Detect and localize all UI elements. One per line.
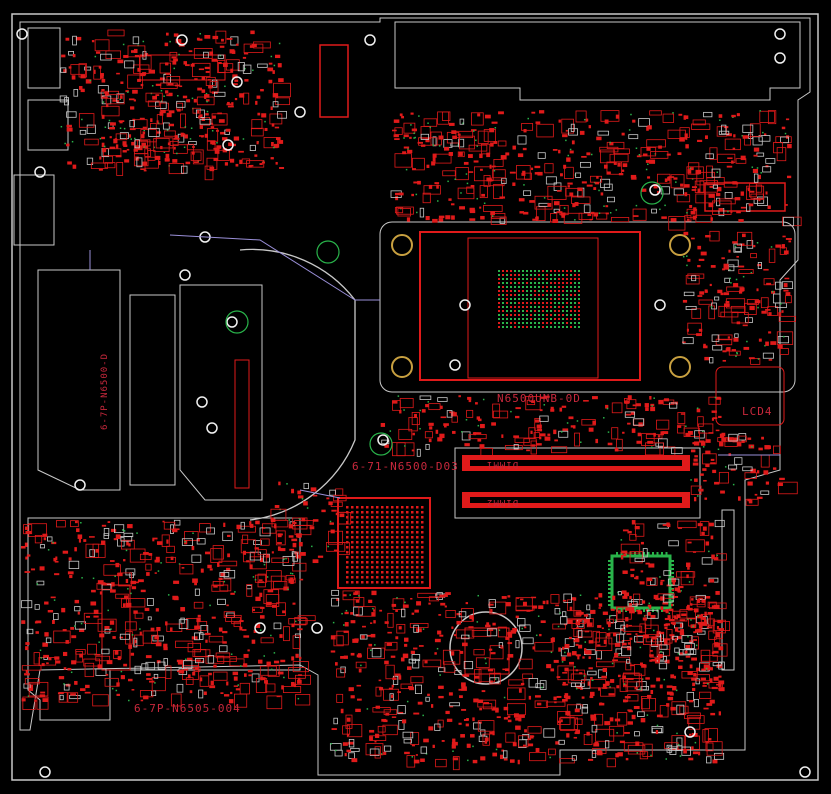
left-lan-block xyxy=(27,99,69,151)
left-port-cluster xyxy=(37,269,121,491)
pch-bga-outline xyxy=(337,497,431,589)
board-inner-outline xyxy=(19,17,811,776)
cpu-socket-inner xyxy=(467,237,599,379)
lcd-connector-label: LCD4 xyxy=(742,405,773,418)
purple-traces xyxy=(89,234,780,499)
cpu-socket-label: N6500UNB-0D xyxy=(497,392,581,405)
right-edge-connector xyxy=(721,509,735,671)
dimm1-label: DIMM1 xyxy=(486,459,519,469)
sub-board-outline xyxy=(27,517,301,721)
left-hdmi-block xyxy=(13,174,55,246)
cpu-mounting-holes xyxy=(391,234,691,378)
side-part-label: 6-7P-N6500-D xyxy=(100,352,110,430)
daughter-card-outline xyxy=(179,284,263,501)
pch-ball-grid xyxy=(346,506,424,584)
daughter-card-connector xyxy=(234,359,250,489)
subboard-part-label: 6-7P-N6505-004 xyxy=(134,702,241,715)
mainboard-part-label: 6-71-N6500-D03 xyxy=(352,460,459,473)
left-usb-block xyxy=(27,27,61,89)
mounting-holes xyxy=(16,28,811,778)
cpu-pin-grid xyxy=(498,270,580,328)
cpu-socket-outline xyxy=(379,221,796,393)
dimm-slot-2-inner xyxy=(470,497,682,503)
top-fpc-connector xyxy=(319,44,349,118)
cpu-socket-body xyxy=(419,231,641,381)
coin-battery xyxy=(449,611,523,685)
dimm2-label: DIMM2 xyxy=(486,497,519,507)
fan-cutout xyxy=(239,248,356,521)
top-connector-outline xyxy=(394,21,801,101)
right-fpc-connector xyxy=(704,182,786,212)
component-field xyxy=(20,29,802,771)
middle-connector xyxy=(101,584,131,671)
board-outline xyxy=(11,13,819,781)
lcd-connector-outline xyxy=(715,366,785,426)
dimm-slot-1-inner xyxy=(470,460,682,466)
left-middle-board xyxy=(129,294,176,486)
coin-battery-holder xyxy=(464,627,510,675)
